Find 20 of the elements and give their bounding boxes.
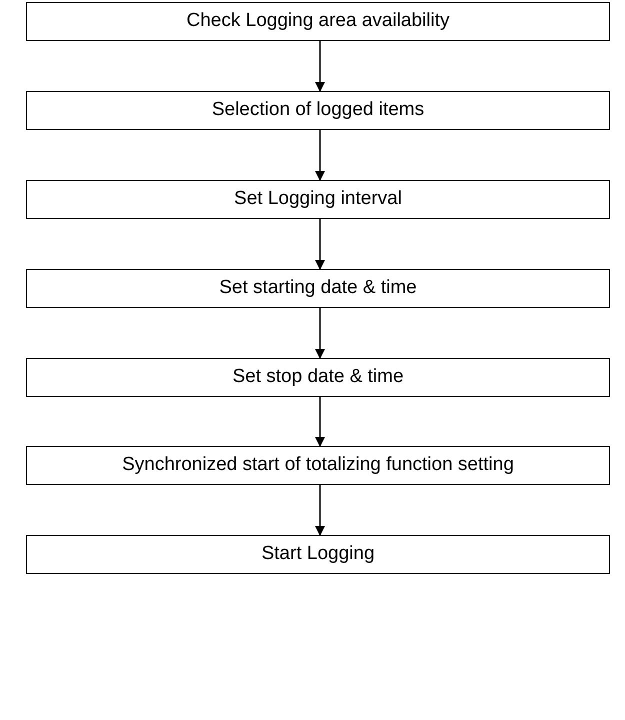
step-label: Set stop date & time [232, 367, 404, 388]
process-box [26, 358, 610, 397]
arrow [315, 219, 325, 270]
arrow [315, 41, 325, 92]
arrow [315, 397, 325, 447]
process-box [26, 535, 610, 574]
arrow [315, 485, 325, 536]
step-label: Set Logging interval [234, 189, 402, 210]
arrow [315, 130, 325, 181]
process-box [26, 91, 610, 130]
arrow [315, 308, 325, 359]
step-label: Selection of logged items [212, 100, 424, 121]
step-label: Set starting date & time [219, 278, 417, 299]
process-box [26, 2, 610, 41]
process-box [26, 180, 610, 219]
step-label: Start Logging [261, 544, 375, 565]
step-label: Synchronized start of totalizing function setting [122, 455, 514, 476]
process-box [26, 446, 610, 485]
process-box [26, 269, 610, 308]
step-label: Check Logging area availability [186, 11, 450, 32]
